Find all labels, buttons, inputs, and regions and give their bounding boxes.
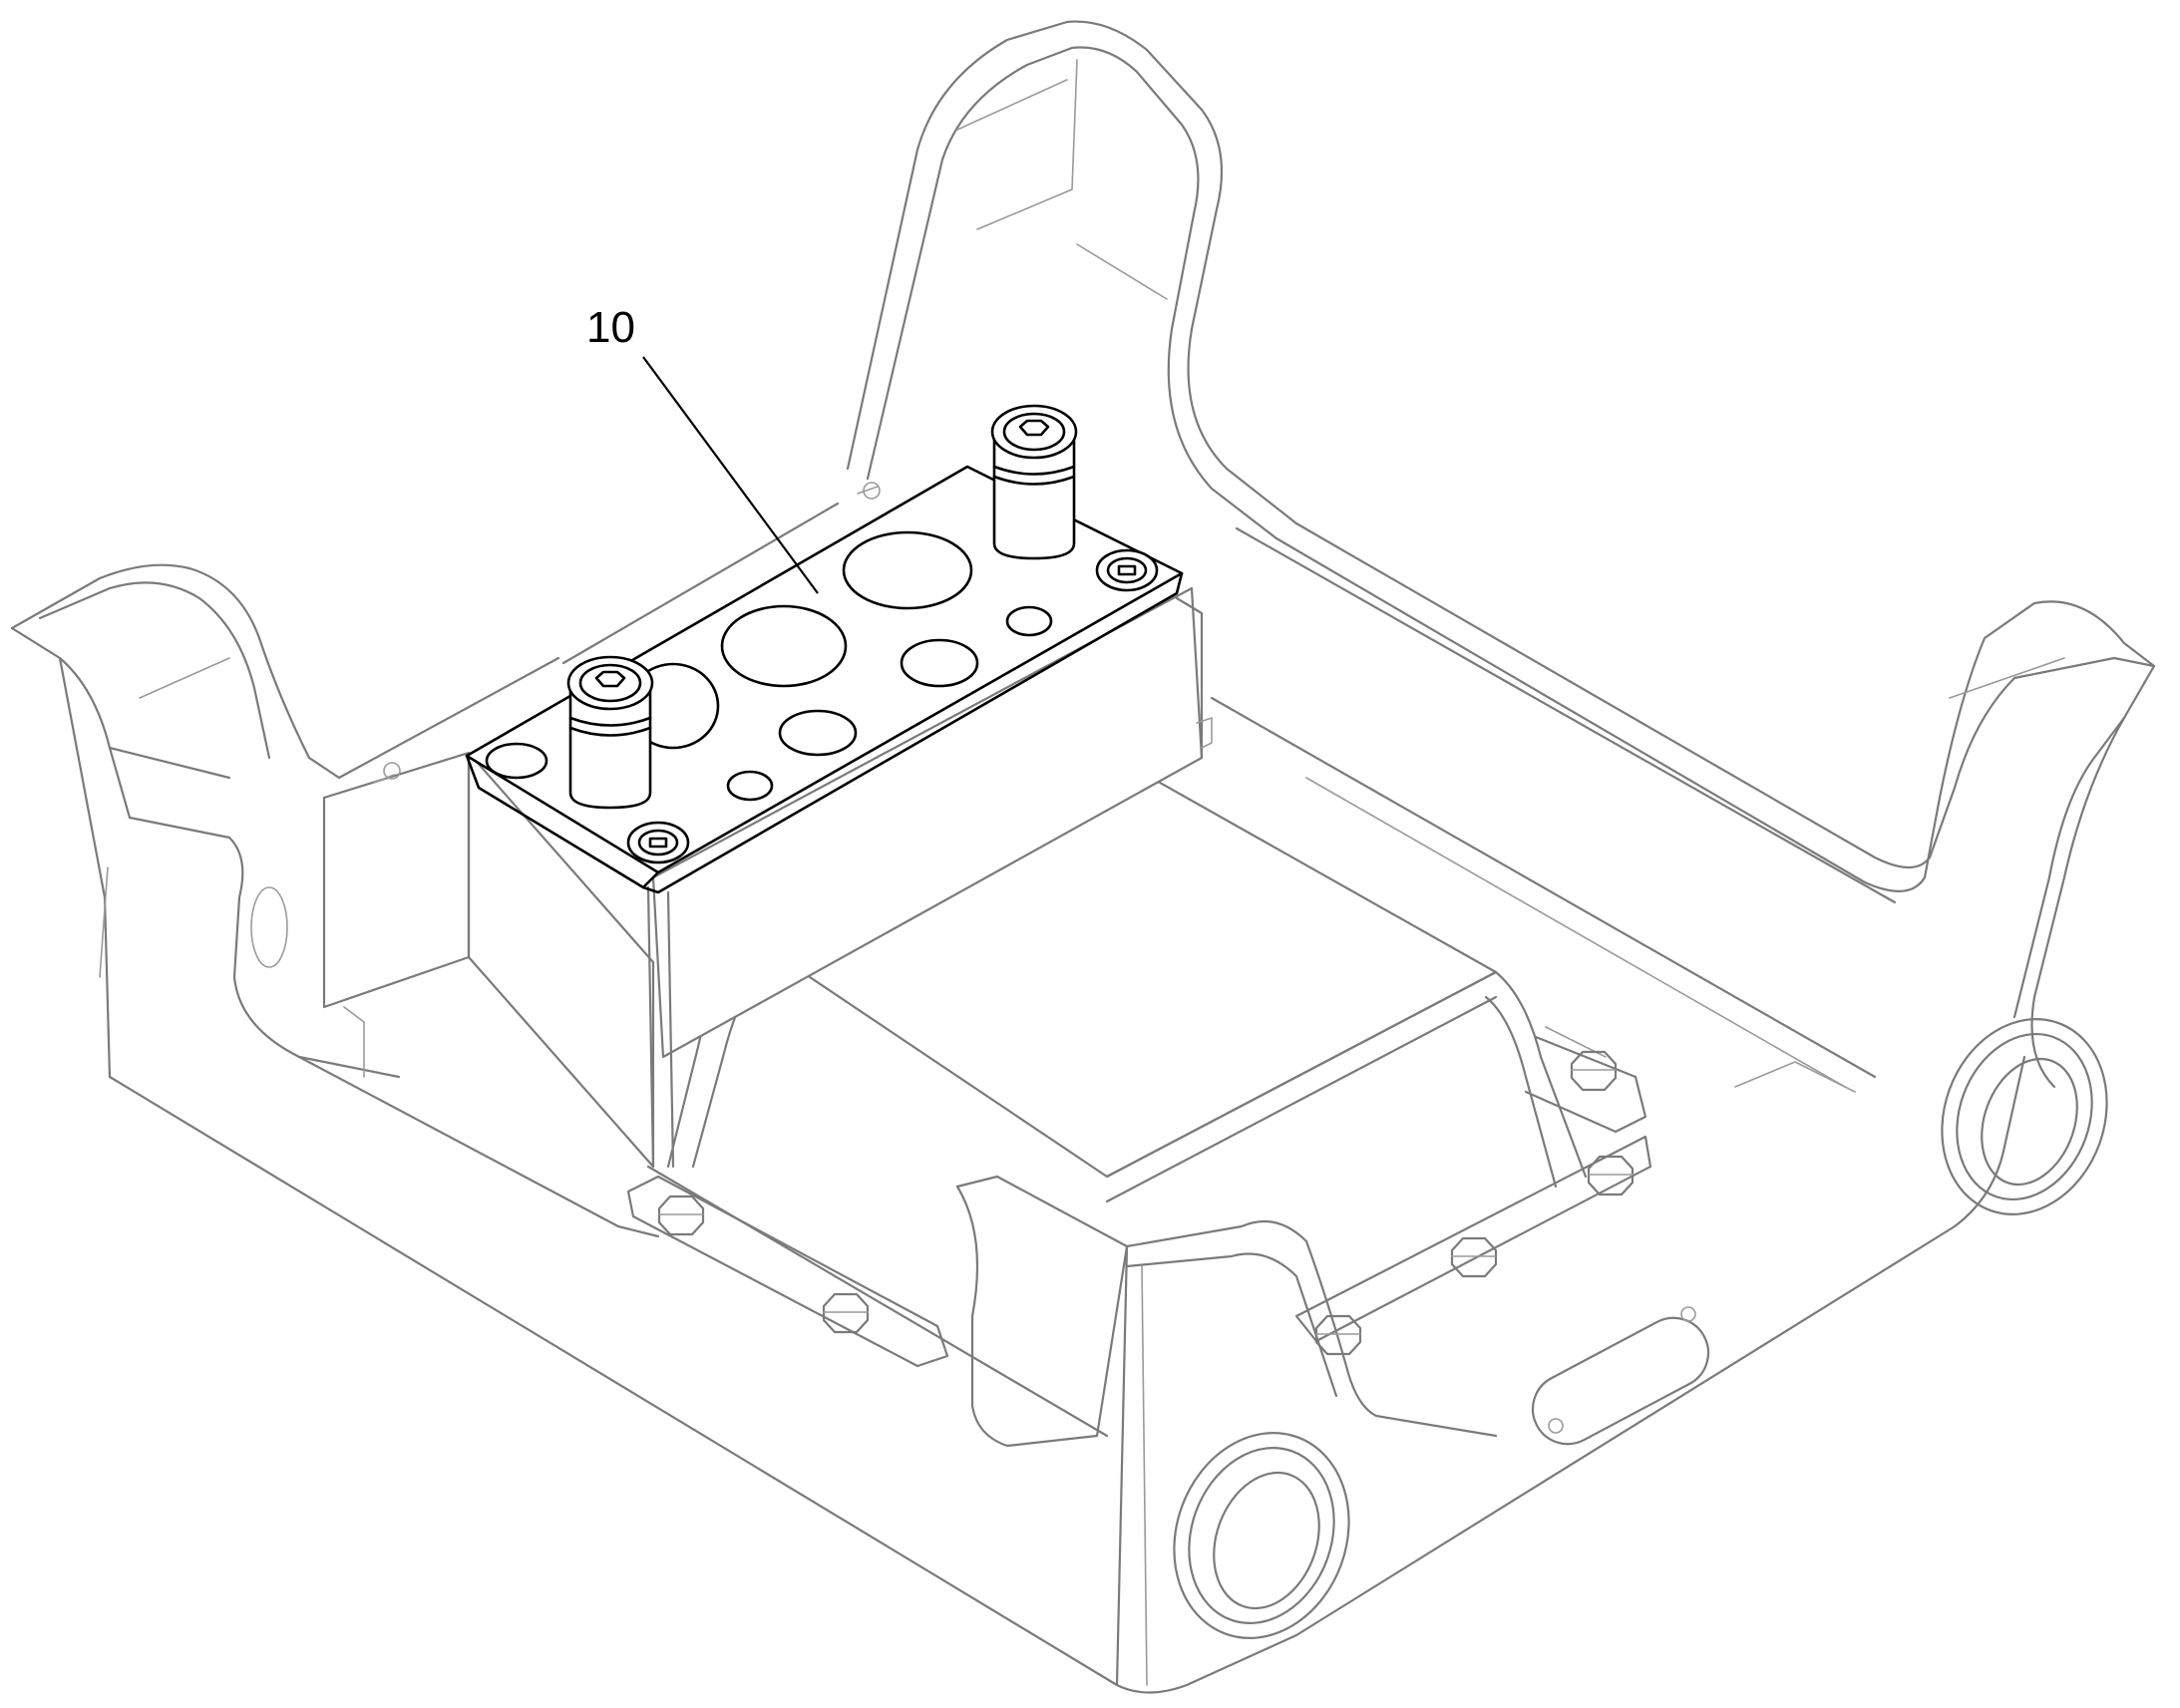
hex-bolt bbox=[1450, 1236, 1498, 1278]
right-mounting-flange bbox=[1294, 1035, 1652, 1343]
rear-upright-frame bbox=[846, 20, 1298, 540]
fitting-standoff bbox=[990, 404, 1078, 560]
hex-bolt bbox=[822, 1292, 870, 1334]
valve-block bbox=[465, 404, 1184, 894]
leader-line bbox=[642, 356, 819, 594]
front-upright-frame bbox=[955, 1175, 1498, 1687]
port-hole bbox=[1005, 605, 1053, 637]
reference-numeral: 10 bbox=[586, 303, 635, 352]
nameplate-slot bbox=[1531, 1306, 1710, 1446]
hex-bolt bbox=[1314, 1314, 1362, 1356]
front-eyelet-boss bbox=[1173, 1432, 1350, 1639]
port-hole bbox=[778, 709, 858, 757]
hex-bolt bbox=[1587, 1155, 1635, 1196]
port-hole bbox=[900, 638, 979, 688]
valve-block-body bbox=[322, 482, 1213, 1169]
port-hole bbox=[485, 742, 548, 780]
hex-bolt bbox=[1570, 1050, 1618, 1092]
callout-10: 10 bbox=[586, 303, 819, 594]
hex-bolts bbox=[657, 1050, 1635, 1356]
cap-screw bbox=[626, 821, 690, 864]
port-hole bbox=[726, 770, 774, 802]
port-hole bbox=[842, 530, 973, 610]
hex-bolt bbox=[657, 1195, 705, 1236]
fitting-standoff bbox=[566, 655, 654, 810]
left-mounting-flange bbox=[626, 1175, 949, 1368]
right-upright-frame bbox=[1274, 521, 2156, 1089]
cap-screw bbox=[1095, 548, 1159, 592]
rear-eyelet-boss bbox=[1941, 1018, 2108, 1215]
left-upright-frame bbox=[10, 563, 401, 1079]
port-hole bbox=[720, 604, 848, 688]
